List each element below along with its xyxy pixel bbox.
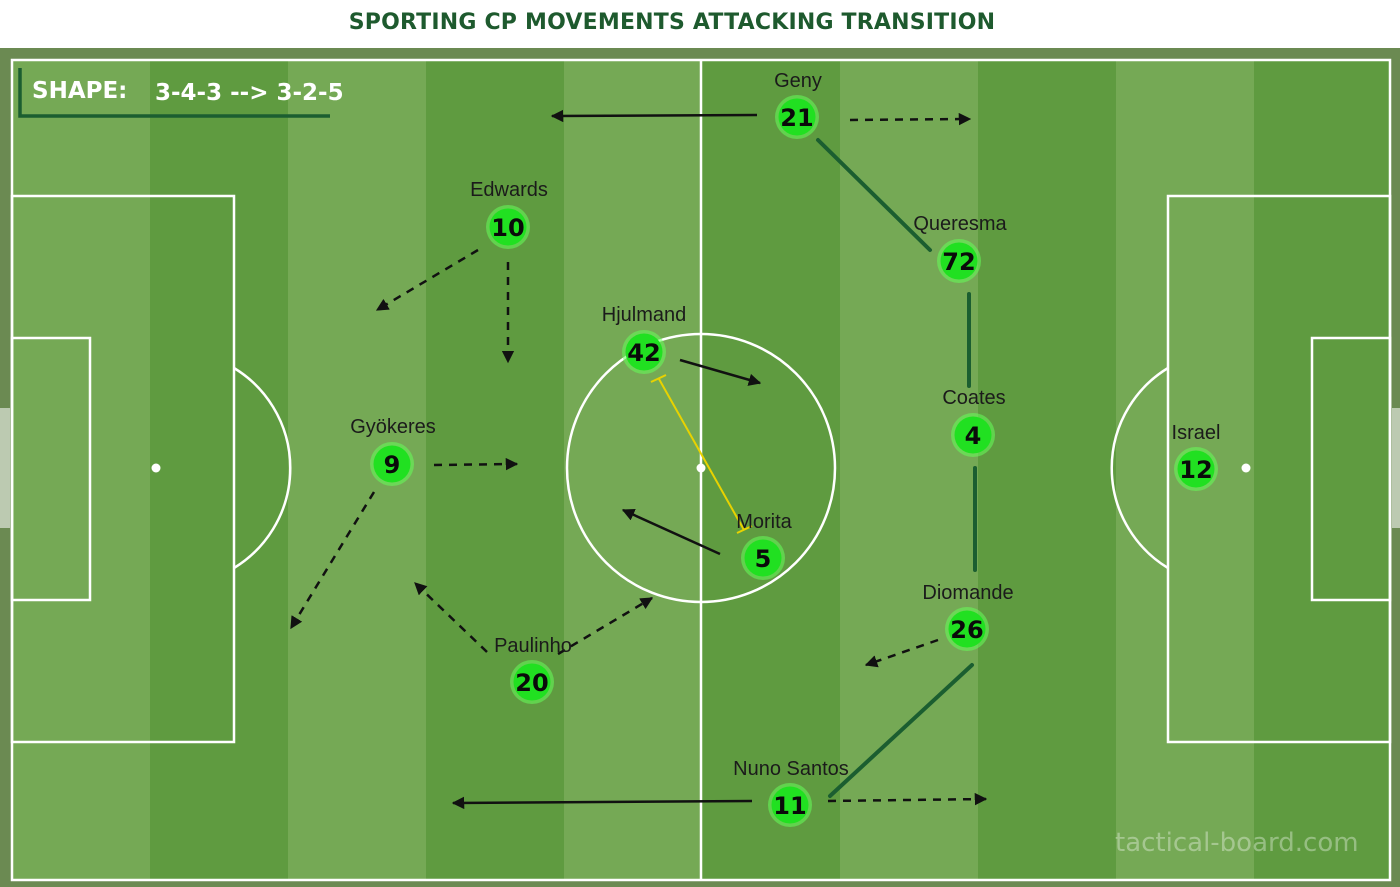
pitch-markings (10, 58, 1392, 882)
player-number: 11 (773, 792, 806, 820)
left-goal (0, 408, 10, 528)
grass-stripe (426, 60, 564, 880)
link-diomande-nuno-santos (828, 663, 974, 798)
grass-stripe (564, 60, 702, 880)
player-number: 9 (384, 451, 401, 479)
grass-stripe (978, 60, 1116, 880)
arrow-nuno-santos-left (451, 796, 753, 810)
arrow-morita-run (621, 508, 721, 556)
player-token[interactable] (513, 663, 551, 701)
left-six-yard-box (10, 336, 92, 602)
player-token[interactable] (771, 786, 809, 824)
player-coates[interactable]: 4 Coates (942, 387, 1006, 457)
right-penalty-spot (1241, 463, 1251, 473)
player-edwards[interactable]: 10 Edwards (470, 179, 548, 249)
watermark: tactical-board.com (1115, 828, 1359, 858)
arrow-geny-left (550, 109, 758, 123)
grass-stripe (702, 60, 840, 880)
dash-nuno-santos-right (827, 792, 988, 806)
player-token[interactable] (778, 98, 816, 136)
centre-spot (696, 463, 706, 473)
player-number: 5 (755, 545, 772, 573)
grass-stripe (1254, 60, 1390, 880)
player-token[interactable] (489, 208, 527, 246)
player-number: 4 (965, 422, 982, 450)
hjulmand-morita-connector (650, 374, 753, 534)
player-number: 26 (950, 616, 983, 644)
right-goal (1392, 408, 1400, 528)
dash-geny-right (849, 112, 972, 126)
diagram-title: SPORTING CP MOVEMENTS ATTACKING TRANSITI… (348, 10, 996, 35)
grass-stripe (840, 60, 978, 880)
right-six-yard-box (1310, 336, 1392, 602)
player-number: 20 (515, 669, 548, 697)
player-paulinho[interactable]: 20 Paulinho (494, 635, 572, 704)
grass-stripe (150, 60, 288, 880)
players-layer: 21 Geny 10 Edwards 72 Queresma 42 Hjulmand 4 Coat… (350, 70, 1220, 827)
player-name: Israel (1172, 422, 1221, 444)
player-token[interactable] (625, 333, 663, 371)
dash-paulinho-right (557, 596, 654, 656)
player-hjulmand[interactable]: 42 Hjulmand (602, 304, 686, 374)
centre-circle (565, 332, 837, 604)
player-name: Nuno Santos (733, 758, 849, 780)
player-number: 10 (491, 214, 524, 242)
pitch: SHAPE: 3-4-3 --> 3-2-5 21 Geny 10 Edwards 72… (0, 58, 1400, 882)
solid-movement-arrows (451, 109, 762, 810)
tactical-board: SHAPE: 3-4-3 --> 3-2-5 21 Geny 10 Edwards 72… (0, 48, 1400, 887)
player-name: Hjulmand (602, 304, 686, 326)
player-token[interactable] (954, 416, 992, 454)
shape-box: SHAPE: 3-4-3 --> 3-2-5 (18, 68, 344, 118)
yellow-link (658, 378, 745, 531)
player-name: Morita (736, 511, 792, 533)
player-token[interactable] (940, 242, 978, 280)
player-queresma[interactable]: 72 Queresma (913, 213, 1008, 283)
dash-diomande-back (864, 638, 939, 668)
dash-gyokeres-wide (289, 491, 376, 630)
player-name: Gyökeres (350, 416, 436, 438)
shape-value: 3-4-3 --> 3-2-5 (155, 80, 344, 106)
grass-stripes (12, 60, 1390, 880)
yellow-cap-top (650, 374, 667, 383)
left-penalty-spot (151, 463, 161, 473)
player-name: Paulinho (494, 635, 572, 657)
player-name: Geny (774, 70, 822, 92)
player-token[interactable] (744, 539, 782, 577)
shape-box-border (18, 68, 330, 118)
dash-paulinho-left (414, 582, 488, 653)
link-geny-queresma (816, 138, 932, 252)
player-morita[interactable]: 5 Morita (736, 511, 793, 580)
player-name: Diomande (922, 582, 1013, 604)
player-number: 21 (780, 104, 813, 132)
player-token[interactable] (948, 610, 986, 648)
arrow-hjulmand-run (679, 358, 762, 386)
shape-label: SHAPE: (32, 78, 127, 104)
right-penalty-arc (1110, 366, 1169, 570)
player-name: Queresma (913, 213, 1007, 235)
player-diomande[interactable]: 26 Diomande (922, 582, 1014, 651)
player-nuno-santos[interactable]: 11 Nuno Santos (733, 758, 849, 827)
player-links (816, 138, 977, 798)
player-gyokeres[interactable]: 9 Gyökeres (350, 416, 436, 486)
player-name: Coates (942, 387, 1005, 409)
grass-stripe (12, 60, 150, 880)
player-israel[interactable]: 12 Israel (1172, 422, 1221, 491)
dash-edwards-diagonal (375, 248, 479, 312)
player-number: 42 (627, 339, 660, 367)
player-token[interactable] (1177, 450, 1215, 488)
player-geny[interactable]: 21 Geny (774, 70, 822, 139)
player-name: Edwards (470, 179, 548, 201)
player-number: 72 (942, 248, 975, 276)
left-penalty-arc (233, 366, 292, 570)
yellow-cap-bottom (736, 525, 753, 534)
player-token[interactable] (373, 445, 411, 483)
player-number: 12 (1179, 456, 1212, 484)
dashed-movement-arrows (289, 112, 988, 806)
